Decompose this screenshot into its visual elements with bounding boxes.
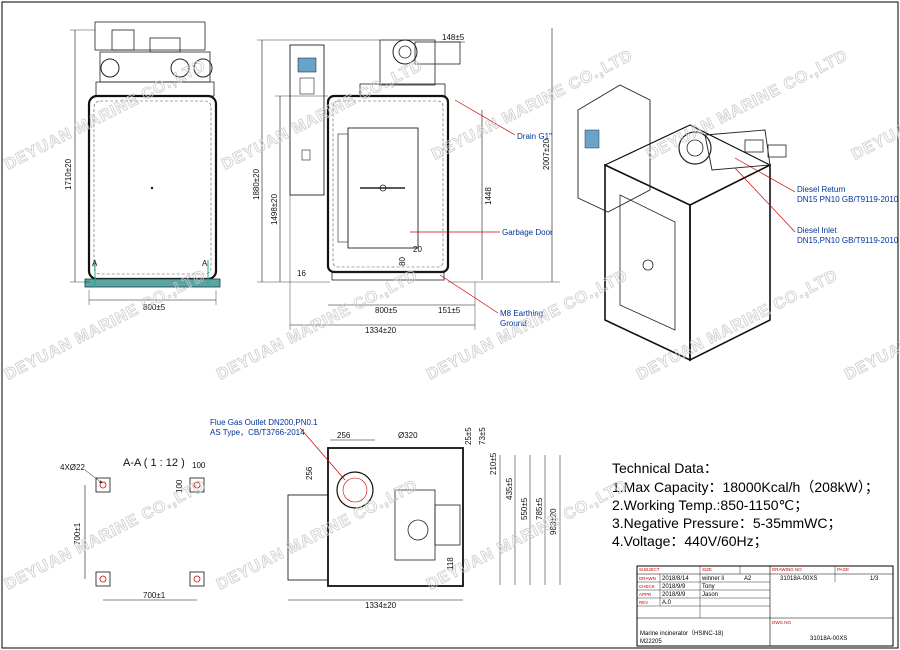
row-appr-label: APPR <box>639 592 652 597</box>
page-label: PAGE <box>837 567 849 572</box>
drain-callout: Drain G1" <box>517 132 552 141</box>
technical-data-heading: Technical Data： <box>612 460 718 476</box>
tech-line-1: 1.Max Capacity：18000Kcal/h（208kW）； <box>612 479 879 496</box>
subject-label: SUBJECT <box>639 567 660 572</box>
isometric-view: Diesel Return DN15 PN10 GB/T9119-2010 Di… <box>577 84 899 362</box>
top-offset-dim: 148±5 <box>442 33 465 42</box>
holes-dim: 4XØ22 <box>60 463 85 472</box>
earthing-callout-2: Ground <box>500 319 527 328</box>
top-550-dim: 550±5 <box>520 497 529 520</box>
top-118-dim: 118 <box>446 557 455 570</box>
row-check-name: Tony <box>702 584 715 590</box>
watermark-12: DEYUAN MARINE CO.,LTD <box>214 477 421 594</box>
diesel-return-callout-1: Diesel Return <box>797 185 845 194</box>
watermark-10: DEYUAN MARINE CO.,LTD <box>842 267 900 384</box>
size-label: SIZE <box>702 567 712 572</box>
size-value: A2 <box>744 576 752 582</box>
flue-gas-callout-1: Flue Gas Outlet DN200,PN0.1 <box>210 418 318 427</box>
side-body-height-dim: 1498±20 <box>270 193 279 225</box>
row-check-label: CHECK <box>639 584 655 589</box>
row-check-date: 2018/9/9 <box>662 584 686 590</box>
row-rev-value: A.0 <box>662 600 672 606</box>
section-aa-view: A-A ( 1 : 12 ) 4XØ22 100 100 700±1 700±1 <box>60 457 206 601</box>
aa-height-dim: 700±1 <box>73 522 82 545</box>
technical-data: Technical Data： 1.Max Capacity：18000Kcal… <box>612 460 879 550</box>
watermark-11: DEYUAN MARINE CO.,LTD <box>2 477 209 594</box>
top-210-dim: 210±5 <box>489 452 498 475</box>
diesel-inlet-callout-2: DN15,PN10 GB/T9119-2010 <box>797 236 899 245</box>
page-value: 1/3 <box>870 576 879 582</box>
top-785-dim: 785±5 <box>535 497 544 520</box>
row-drawn-label: DRAWN <box>639 576 656 581</box>
earthing-callout-1: M8 Earthing <box>500 309 543 318</box>
top-view: Flue Gas Outlet DN200,PN0.1 AS Type，CB/T… <box>210 418 561 610</box>
top-435-dim: 435±5 <box>505 477 514 500</box>
section-aa-title: A-A ( 1 : 12 ) <box>123 457 185 469</box>
drawing-no-label: DRAWING NO <box>772 567 802 572</box>
watermark-4: DEYUAN MARINE CO.,LTD <box>644 47 851 164</box>
row-drawn-date: 2018/8/14 <box>662 576 689 582</box>
overall-height-dim: 2007±20 <box>542 138 551 170</box>
dim-16: 16 <box>297 269 306 278</box>
flue-gas-callout-2: AS Type，CB/T3766-2014 <box>210 428 305 437</box>
aa-width-dim: 700±1 <box>143 591 166 600</box>
watermark-5: DEYUAN MARINE CO.,LTD <box>849 47 900 164</box>
front-view: A A 1710±20 800±5 <box>64 21 221 312</box>
tech-line-4: 4.Voltage：440V/60Hz； <box>612 533 768 550</box>
watermark-1: DEYUAN MARINE CO.,LTD <box>2 57 209 174</box>
side-total-width-dim: 1334±20 <box>365 326 397 335</box>
title-block: SUBJECT SIZE DRAWING NO PAGE A2 31018A-0… <box>636 565 894 647</box>
top-25-dim: 25±5 <box>464 427 473 445</box>
side-right-width-dim: 151±5 <box>438 306 461 315</box>
door-height-dim: 1448 <box>484 187 493 205</box>
diesel-inlet-callout-1: Diesel Inlet <box>797 226 837 235</box>
top-256v-dim: 256 <box>305 466 314 480</box>
watermark-2: DEYUAN MARINE CO.,LTD <box>219 57 426 174</box>
front-height-dim: 1710±20 <box>64 158 73 190</box>
top-73-dim: 73±5 <box>478 427 487 445</box>
watermark-3: DEYUAN MARINE CO.,LTD <box>429 47 636 164</box>
aa-100-side-dim: 100 <box>175 479 184 493</box>
front-width-dim: 800±5 <box>143 303 166 312</box>
row-rev-label: REV <box>639 600 648 605</box>
dim-20: 20 <box>413 245 422 254</box>
top-d320-dim: Ø320 <box>398 431 418 440</box>
tech-line-3: 3.Negative Pressure：5-35mmWC； <box>612 515 842 532</box>
product-name: Marine incinerator（HSINC-18) <box>640 630 723 637</box>
bottom-no-label: DWG NO <box>772 620 791 625</box>
aa-100-top-dim: 100 <box>192 461 206 470</box>
row-drawn-name: winner li <box>701 576 724 582</box>
product-code: M22205 <box>640 639 662 645</box>
top-total-width-dim: 1334±20 <box>365 601 397 610</box>
watermark-13: DEYUAN MARINE CO.,LTD <box>424 477 631 594</box>
side-view: 1880±20 1498±20 1448 2007±20 148±5 16 20… <box>252 28 560 335</box>
side-total-height-dim: 1880±20 <box>252 168 261 200</box>
row-appr-name: Jason <box>702 592 718 598</box>
drawing-no-value: 31018A-00XS <box>780 576 817 582</box>
diesel-return-callout-2: DN15 PN10 GB/T9119-2010 <box>797 195 899 204</box>
side-body-width-dim: 800±5 <box>375 306 398 315</box>
top-256-dim: 256 <box>337 431 351 440</box>
garbage-door-callout: Garbage Door <box>502 228 553 237</box>
dim-80: 80 <box>398 257 407 266</box>
row-appr-date: 2018/9/9 <box>662 592 686 598</box>
tech-line-2: 2.Working Temp.:850-1150℃； <box>612 497 808 514</box>
top-983-dim: 983±20 <box>549 508 558 535</box>
side-callouts: Drain G1" Garbage Door M8 Earthing Groun… <box>410 99 553 328</box>
bottom-no-value: 31018A-00XS <box>810 636 847 642</box>
section-mark-right: A <box>202 259 208 268</box>
section-mark-left: A <box>92 259 98 268</box>
